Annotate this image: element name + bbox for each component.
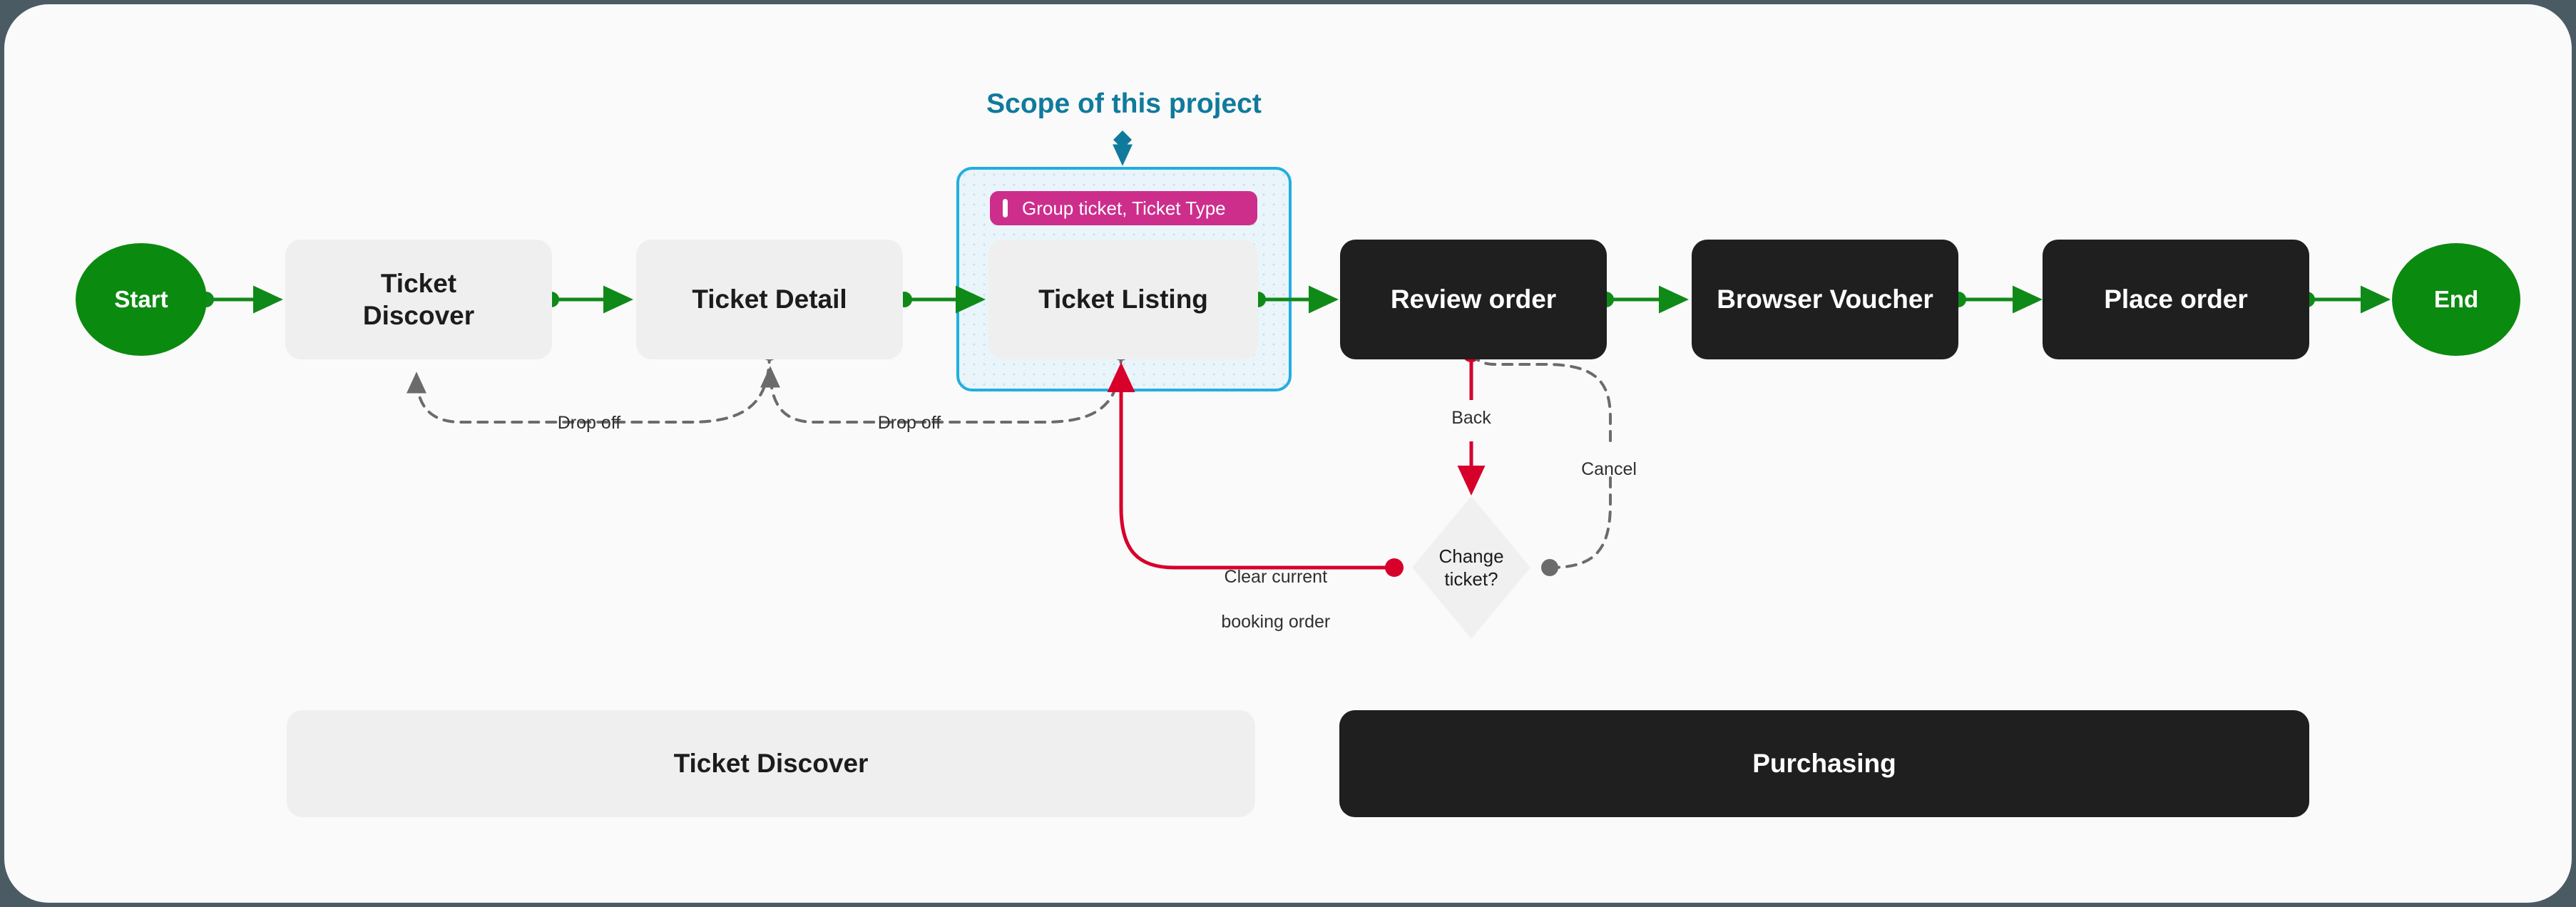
edge-label-back: Back xyxy=(1451,408,1491,428)
clear-order-line2: booking order xyxy=(1221,611,1331,632)
edge-label-cancel: Cancel xyxy=(1581,459,1637,479)
scope-pointer xyxy=(1113,130,1133,166)
scope-label: Scope of this project xyxy=(986,88,1262,119)
diagram-canvas: Scope of this project Group ticket, Tick… xyxy=(4,4,2572,903)
node-change-ticket-label: Change ticket? xyxy=(1438,545,1503,591)
node-place-order[interactable]: Place order xyxy=(2043,240,2309,359)
node-ticket-listing[interactable]: Ticket Listing xyxy=(988,240,1258,359)
edge-label-drop-off-1: Drop off xyxy=(557,413,621,433)
node-start[interactable]: Start xyxy=(76,243,207,356)
legend-bar-purchasing[interactable]: Purchasing xyxy=(1339,710,2309,817)
diagram-stage: Scope of this project Group ticket, Tick… xyxy=(4,4,2572,903)
node-end[interactable]: End xyxy=(2392,243,2520,356)
decision-label-line1: Change xyxy=(1438,545,1504,567)
scope-badge[interactable]: Group ticket, Ticket Type xyxy=(990,191,1257,225)
vertical-bar-icon xyxy=(1003,199,1008,217)
node-ticket-detail[interactable]: Ticket Detail xyxy=(636,240,903,359)
decision-label-line2: ticket? xyxy=(1444,568,1498,590)
edge-label-drop-off-2: Drop off xyxy=(877,413,941,433)
node-browser-voucher[interactable]: Browser Voucher xyxy=(1692,240,1958,359)
clear-order-line1: Clear current xyxy=(1224,567,1328,588)
edge-label-clear-booking-order: Clear current booking order xyxy=(1177,544,1334,655)
node-change-ticket[interactable]: Change ticket? xyxy=(1412,496,1530,639)
node-review-order[interactable]: Review order xyxy=(1340,240,1607,359)
legend-bar-ticket-discover[interactable]: Ticket Discover xyxy=(287,710,1255,817)
scope-badge-label: Group ticket, Ticket Type xyxy=(1022,197,1226,219)
node-ticket-discover[interactable]: Ticket Discover xyxy=(285,240,552,359)
